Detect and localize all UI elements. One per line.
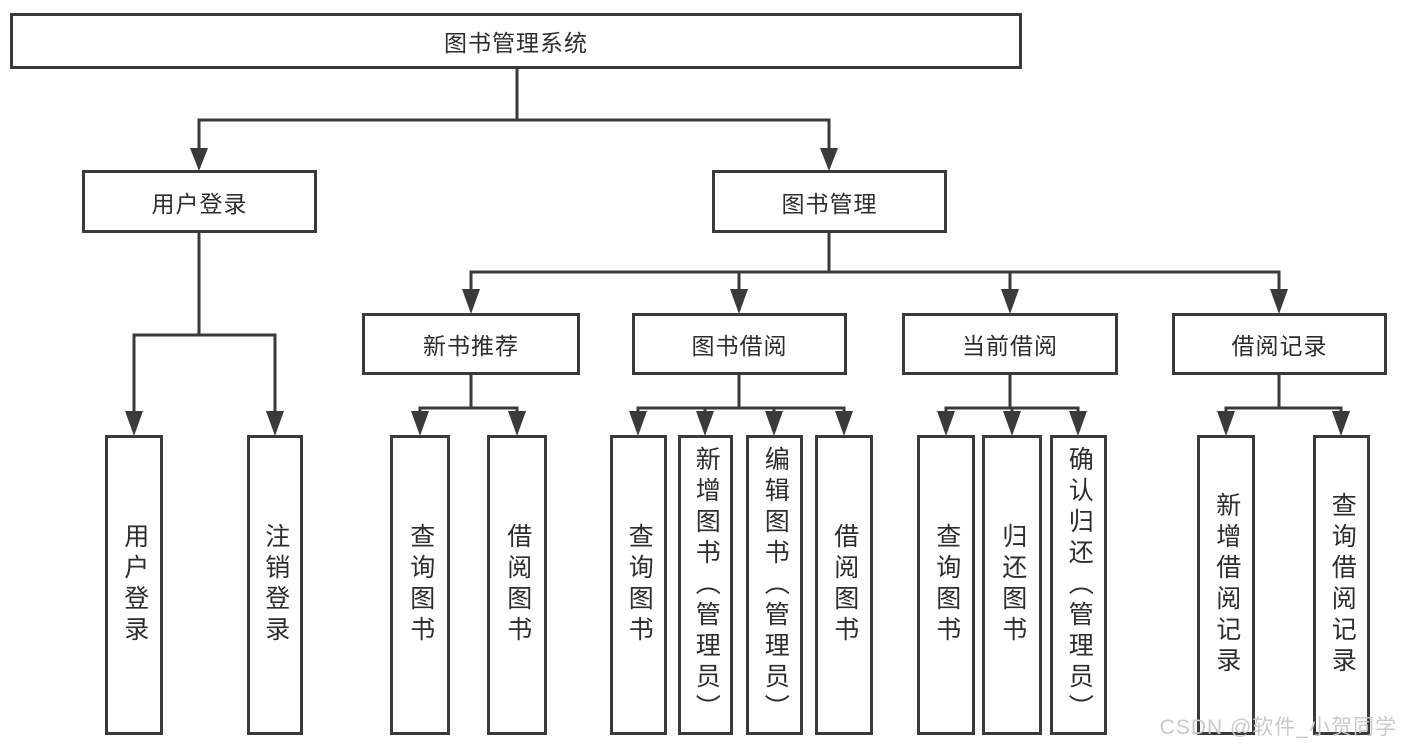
node-user-login: 用户登录 — [82, 170, 317, 233]
node-confirm-return-admin: 确认归还（管理员） — [1050, 435, 1107, 735]
arrowhead-icon — [937, 411, 955, 436]
node-current-borrowing: 当前借阅 — [902, 313, 1118, 375]
arrowhead-icon — [266, 411, 284, 436]
node-borrowing-records: 借阅记录 — [1172, 313, 1387, 375]
node-query-books-under-recommend: 查询图书 — [390, 435, 450, 735]
connector-root-to-level2 — [190, 67, 838, 171]
arrowhead-icon — [1069, 411, 1087, 436]
node-logout-leaf: 注销登录 — [247, 435, 303, 735]
connector-current-borrowing-to-leaves — [937, 373, 1087, 436]
arrowhead-icon — [1332, 411, 1350, 436]
node-user-login-leaf: 用户登录 — [105, 435, 163, 735]
arrowhead-icon — [765, 411, 783, 436]
node-query-books-under-current: 查询图书 — [917, 435, 975, 735]
node-book-management: 图书管理 — [712, 170, 947, 233]
node-borrow-books-under-recommend: 借阅图书 — [487, 435, 547, 735]
connector-book-management-to-level3 — [462, 231, 1288, 314]
arrowhead-icon — [1001, 289, 1019, 314]
arrowhead-icon — [730, 289, 748, 314]
connector-new-book-recommend-to-leaves — [411, 373, 526, 436]
connector-book-borrowing-to-leaves — [629, 373, 853, 436]
arrowhead-icon — [190, 148, 208, 171]
arrowhead-icon — [1003, 411, 1021, 436]
arrowhead-icon — [411, 411, 429, 436]
watermark: CSDN @软件_小贺同学 — [1159, 716, 1397, 739]
arrowhead-icon — [125, 411, 143, 436]
node-borrow-books-under-borrowing: 借阅图书 — [815, 435, 873, 735]
node-add-borrow-record: 新增借阅记录 — [1197, 435, 1255, 735]
connector-user-login-to-leaves — [125, 231, 284, 436]
node-root: 图书管理系统 — [10, 13, 1022, 69]
arrowhead-icon — [462, 289, 480, 314]
arrowhead-icon — [835, 411, 853, 436]
node-return-books: 归还图书 — [982, 435, 1042, 735]
node-new-book-recommend: 新书推荐 — [362, 313, 580, 375]
node-query-borrow-record: 查询借阅记录 — [1313, 435, 1370, 735]
connector-borrowing-records-to-leaves — [1217, 373, 1350, 436]
arrowhead-icon — [696, 411, 714, 436]
node-book-borrowing: 图书借阅 — [632, 313, 847, 375]
node-add-books-admin: 新增图书（管理员） — [678, 435, 733, 735]
node-edit-books-admin: 编辑图书（管理员） — [746, 435, 803, 735]
arrowhead-icon — [1270, 289, 1288, 314]
arrowhead-icon — [629, 411, 647, 436]
node-query-books-under-borrowing: 查询图书 — [610, 435, 667, 735]
arrowhead-icon — [508, 411, 526, 436]
arrowhead-icon — [1217, 411, 1235, 436]
arrowhead-icon — [820, 148, 838, 171]
